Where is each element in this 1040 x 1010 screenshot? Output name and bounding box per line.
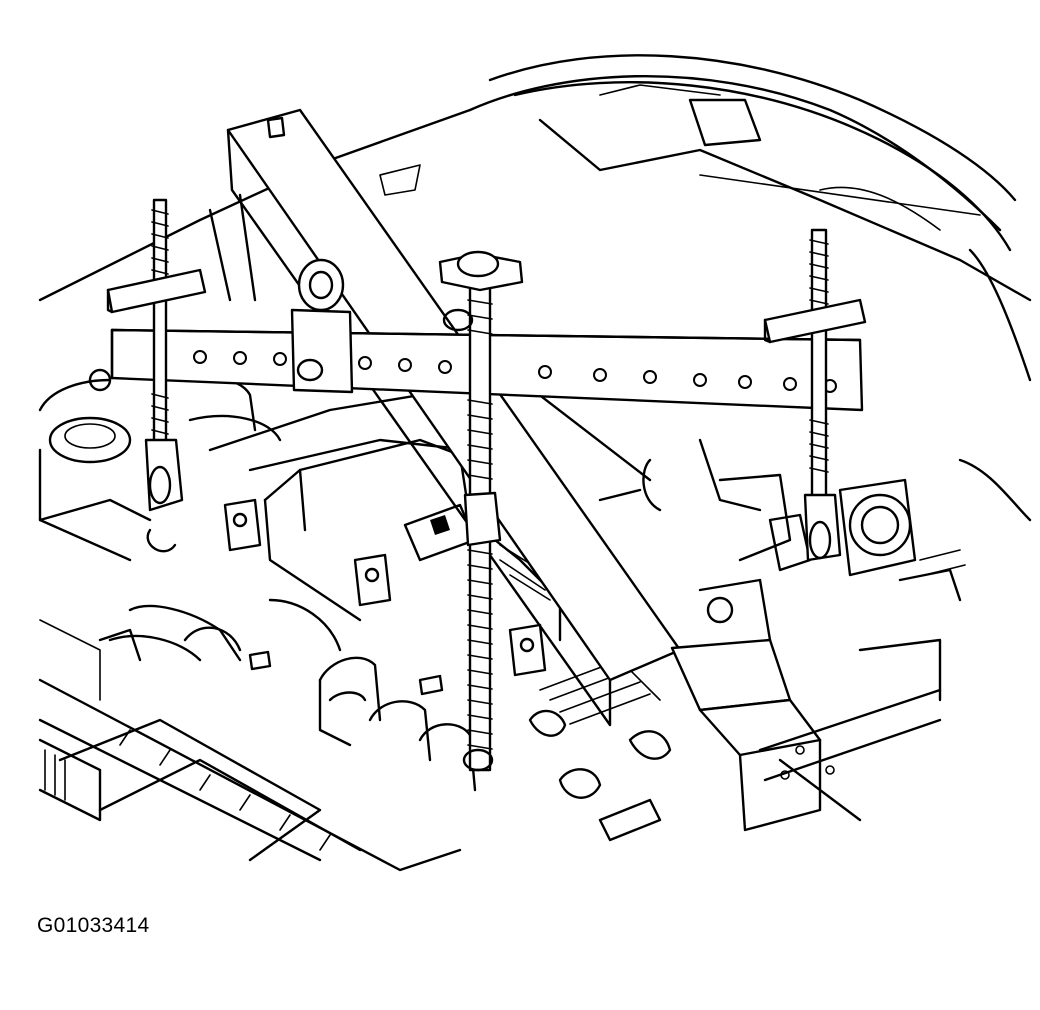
throttle-body-area [600,440,965,640]
engine-support-fixture-illustration [0,0,1040,900]
center-threaded-rod [440,252,522,770]
hood-outline [40,55,1030,520]
bar-holes [154,350,836,392]
right-threaded-rod [765,230,865,560]
left-threaded-rod [108,200,205,551]
diagonal-support-beam [228,110,940,830]
figure-code: G01033414 [37,914,150,937]
radiator-support [40,620,460,870]
engine-assembly [110,395,670,840]
